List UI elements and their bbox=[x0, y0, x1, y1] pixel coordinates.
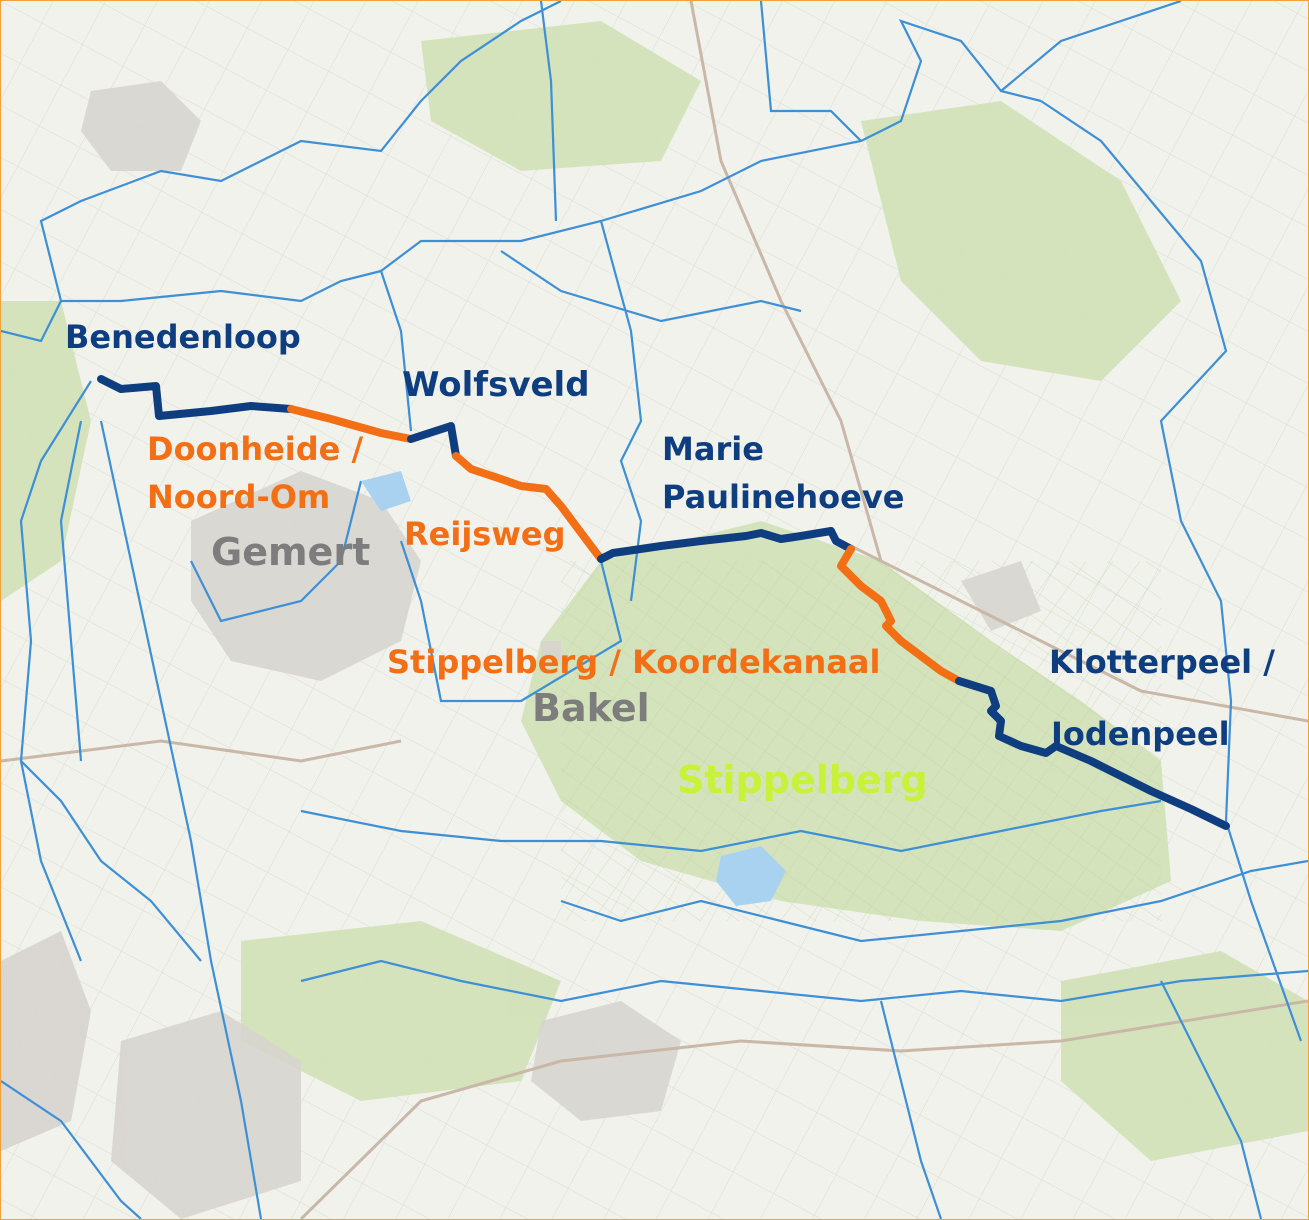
pond-gemert bbox=[361, 471, 411, 511]
label-reijsweg: Reijsweg bbox=[404, 515, 566, 553]
label-stippelberg-area: Stippelberg bbox=[677, 758, 928, 802]
road-4 bbox=[840, 539, 1308, 723]
waterway-5 bbox=[1000, 1, 1182, 92]
road-2 bbox=[299, 999, 1308, 1219]
waterway-18 bbox=[879, 1000, 943, 1219]
waterway-2 bbox=[39, 1, 562, 302]
road-1 bbox=[689, 1, 883, 562]
waterway-20 bbox=[190, 480, 363, 623]
urban-boekel bbox=[81, 81, 201, 171]
route-marie-paulinehoeve bbox=[597, 527, 855, 563]
waterway-15 bbox=[300, 799, 1162, 853]
forest-s bbox=[241, 921, 561, 1101]
waterway-1 bbox=[1, 269, 413, 432]
label-marie-line2: Paulinehoeve bbox=[662, 478, 905, 516]
forest-n bbox=[421, 21, 701, 171]
urban-deris bbox=[961, 561, 1041, 631]
waterway-19 bbox=[1160, 980, 1263, 1219]
label-klotterpeel-line2: Iodenpeel bbox=[1051, 715, 1230, 753]
waterway-7 bbox=[539, 1, 558, 222]
waterway-10 bbox=[399, 540, 623, 703]
waterway-13 bbox=[59, 420, 83, 762]
route-stippelberg-koordekanaal bbox=[837, 545, 963, 685]
waterway-4 bbox=[759, 1, 862, 142]
label-benedenloop: Benedenloop bbox=[65, 318, 301, 356]
river-route-line bbox=[97, 375, 1230, 830]
waterway-22 bbox=[1, 1080, 142, 1219]
lake-stippelberg bbox=[716, 846, 786, 906]
label-marie-line1: Marie bbox=[662, 430, 764, 468]
label-doonheide-line2: Noord-Om bbox=[147, 478, 331, 516]
waterway-21 bbox=[1224, 820, 1303, 1042]
waterway-9 bbox=[500, 250, 802, 323]
waterway-14 bbox=[20, 760, 202, 962]
forest-se bbox=[1061, 951, 1308, 1161]
label-bakel: Bakel bbox=[532, 686, 650, 730]
waterway-12 bbox=[99, 420, 263, 1219]
waterway-11 bbox=[19, 380, 92, 962]
waterway-8 bbox=[599, 220, 643, 602]
label-doonheide-line1: Doonheide / bbox=[147, 430, 364, 468]
route-reijsweg bbox=[452, 452, 605, 563]
route-benedenloop bbox=[97, 375, 295, 420]
urban-bakel bbox=[541, 641, 561, 661]
water-bodies bbox=[361, 471, 786, 906]
route-klotterpeel bbox=[955, 677, 1230, 830]
waterway-6 bbox=[1040, 100, 1233, 822]
forest-grid-lines bbox=[561, 561, 1161, 921]
forest-ne bbox=[861, 101, 1181, 381]
urban-sw bbox=[111, 1011, 301, 1219]
label-stippelberg-koordekanaal: Stippelberg / Koordekanaal bbox=[387, 643, 881, 681]
label-wolfsveld: Wolfsveld bbox=[402, 365, 590, 405]
label-gemert: Gemert bbox=[211, 530, 371, 574]
urban-gemert bbox=[191, 471, 421, 681]
route-wolfsveld bbox=[407, 422, 460, 460]
waterway-16 bbox=[560, 859, 1308, 943]
urban-bakel-town bbox=[531, 1001, 681, 1121]
label-klotterpeel-line1: Klotterpeel / bbox=[1049, 643, 1275, 681]
waterway-17 bbox=[300, 959, 1308, 1003]
route-doonheide bbox=[287, 405, 415, 443]
